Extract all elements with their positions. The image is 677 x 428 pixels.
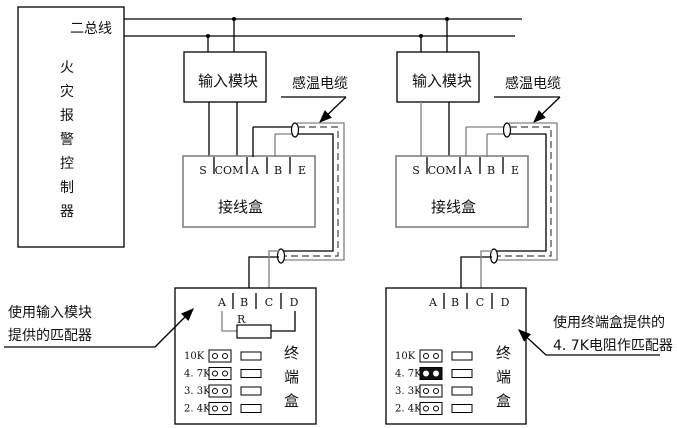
resistor-value: 3. 3K [395, 386, 422, 397]
terminal-label-b: B [487, 164, 495, 177]
terminal-label-s: S [412, 164, 420, 177]
resistor-symbol [236, 324, 272, 339]
jumper-open[interactable] [419, 402, 443, 415]
terminal-box-title-char: 端 [284, 368, 299, 386]
terminal-label-com: COM [215, 164, 244, 177]
terminal-label-a: A [463, 164, 473, 177]
resistor-value: 2. 4K [395, 404, 422, 415]
input-module-label: 输入模块 [412, 72, 472, 90]
junction-box-label: 接线盒 [218, 198, 263, 216]
resistor-value: 4. 7K [395, 369, 422, 380]
terminal-label-b: B [240, 296, 248, 309]
junction-box [182, 155, 316, 228]
resistor-label: R [237, 313, 246, 326]
terminal-label-a: A [428, 296, 438, 309]
terminal-label-com: COM [428, 164, 457, 177]
terminal-box-title-char: 终 [496, 344, 511, 362]
jumper-closed[interactable] [419, 367, 443, 380]
resistor-value: 10K [184, 351, 205, 362]
input-module-box [183, 51, 267, 103]
junction-box [395, 155, 529, 228]
resistor-element [240, 404, 262, 413]
resistor-option-row: 4. 7K [395, 367, 473, 380]
fire-alarm-controller [17, 6, 125, 248]
input-module-box [396, 51, 480, 103]
terminal-label-d: D [290, 296, 299, 309]
resistor-option-row: 2. 4K [184, 402, 262, 415]
resistor-element [451, 351, 473, 361]
annotation-line-1: 使用终端盒提供的 [553, 314, 665, 331]
annotation-line-1: 使用输入模块 [8, 304, 92, 321]
junction-box-label: 接线盒 [431, 198, 476, 216]
terminal-label-b: B [451, 296, 459, 309]
jumper-open[interactable] [419, 349, 443, 363]
resistor-element [240, 351, 262, 361]
terminal-label-c: C [265, 296, 273, 309]
controller-title-char: 警 [60, 132, 74, 148]
jumper-open[interactable] [208, 384, 232, 398]
resistor-element [240, 369, 262, 378]
jumper-open[interactable] [208, 349, 232, 363]
terminal-label-d: D [501, 296, 510, 309]
jumper-open[interactable] [419, 384, 443, 398]
controller-title-char: 控 [60, 156, 74, 172]
jumper-open[interactable] [208, 402, 232, 415]
resistor-option-row: 3. 3K [184, 384, 262, 398]
terminal-box-title-char: 盒 [284, 392, 299, 410]
controller-title-char: 制 [60, 180, 74, 196]
terminal-box-title-char: 盒 [496, 392, 511, 410]
terminal-label-c: C [476, 296, 484, 309]
resistor-value: 4. 7K [184, 369, 211, 380]
resistor-element [451, 404, 473, 413]
terminal-box-title-char: 端 [496, 368, 511, 386]
resistor-option-row: 3. 3K [395, 384, 473, 398]
controller-title-char: 器 [60, 204, 74, 220]
resistor-option-row: 4. 7K [184, 367, 262, 380]
cable-label: 感温电缆 [505, 75, 561, 92]
input-module-label: 输入模块 [198, 72, 258, 90]
terminal-label-e: E [511, 164, 519, 177]
terminal-box-title-char: 终 [284, 344, 299, 362]
resistor-element [451, 369, 473, 378]
resistor-option-row: 2. 4K [395, 402, 473, 415]
controller-title-char: 报 [60, 108, 74, 124]
resistor-element [451, 386, 473, 396]
resistor-value: 10K [395, 351, 416, 362]
annotation-line-2: 提供的匹配器 [8, 328, 92, 344]
annotation-line-2: 4. 7K电阻作匹配器 [553, 338, 673, 354]
resistor-option-row: 10K [395, 349, 473, 363]
resistor-value: 3. 3K [184, 386, 211, 397]
terminal-label-s: S [199, 164, 207, 177]
resistor-value: 2. 4K [184, 404, 211, 415]
terminal-label-b: B [274, 164, 282, 177]
jumper-open[interactable] [208, 367, 232, 380]
terminal-label-e: E [298, 164, 306, 177]
bus-label: 二总线 [70, 21, 112, 37]
terminal-label-a: A [217, 296, 227, 309]
cable-label: 感温电缆 [292, 75, 348, 92]
resistor-option-row: 10K [184, 349, 262, 363]
resistor-element [240, 386, 262, 396]
terminal-label-a: A [250, 164, 260, 177]
controller-title-char: 灾 [60, 83, 74, 100]
controller-title-char: 火 [60, 60, 74, 76]
